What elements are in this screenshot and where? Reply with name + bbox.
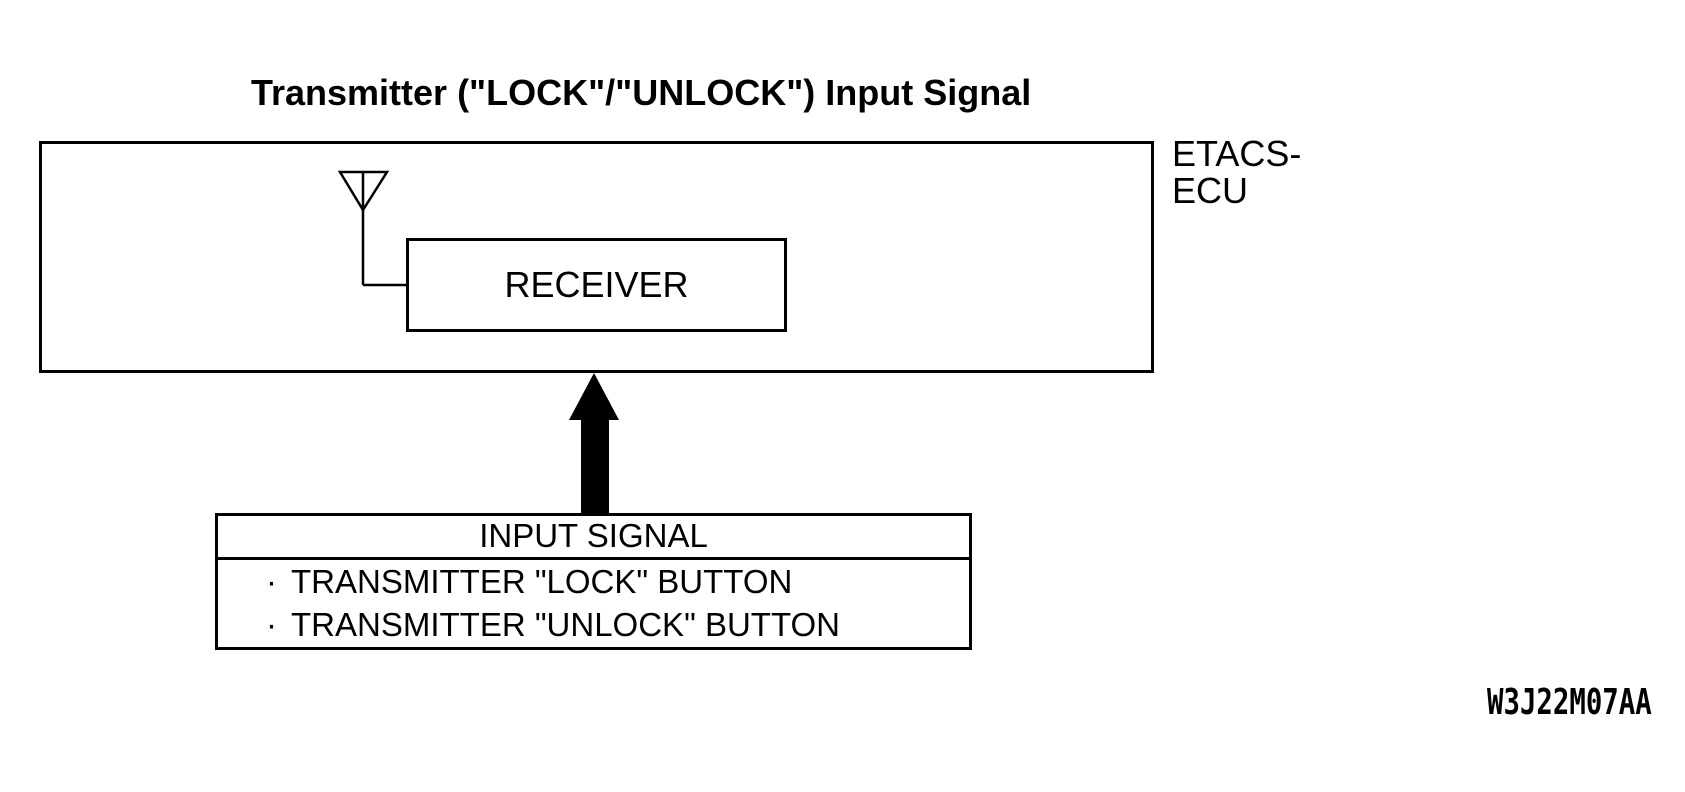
etacs-ecu-label-line2: ECU bbox=[1172, 170, 1249, 211]
etacs-ecu-label: ETACS- ECU bbox=[1172, 135, 1301, 209]
etacs-ecu-label-line1: ETACS- bbox=[1172, 133, 1302, 174]
input-signal-header: INPUT SIGNAL bbox=[218, 516, 969, 560]
input-signal-item-lock: · TRANSMITTER "LOCK" BUTTON bbox=[218, 560, 969, 604]
receiver-label: RECEIVER bbox=[504, 264, 689, 305]
up-arrow-icon bbox=[569, 373, 619, 514]
input-signal-item-unlock: · TRANSMITTER "UNLOCK" BUTTON bbox=[218, 603, 969, 647]
receiver-box: RECEIVER bbox=[406, 238, 787, 332]
diagram-title: Transmitter ("LOCK"/"UNLOCK") Input Sign… bbox=[251, 72, 1032, 113]
input-signal-item-unlock-label: TRANSMITTER "UNLOCK" BUTTON bbox=[291, 606, 841, 644]
input-signal-box: INPUT SIGNAL · TRANSMITTER "LOCK" BUTTON… bbox=[215, 513, 972, 650]
input-signal-item-lock-label: TRANSMITTER "LOCK" BUTTON bbox=[291, 562, 793, 600]
bullet-icon: · bbox=[266, 562, 277, 600]
bullet-icon: · bbox=[266, 606, 277, 644]
figure-code: W3J22M07AA bbox=[1487, 682, 1652, 723]
